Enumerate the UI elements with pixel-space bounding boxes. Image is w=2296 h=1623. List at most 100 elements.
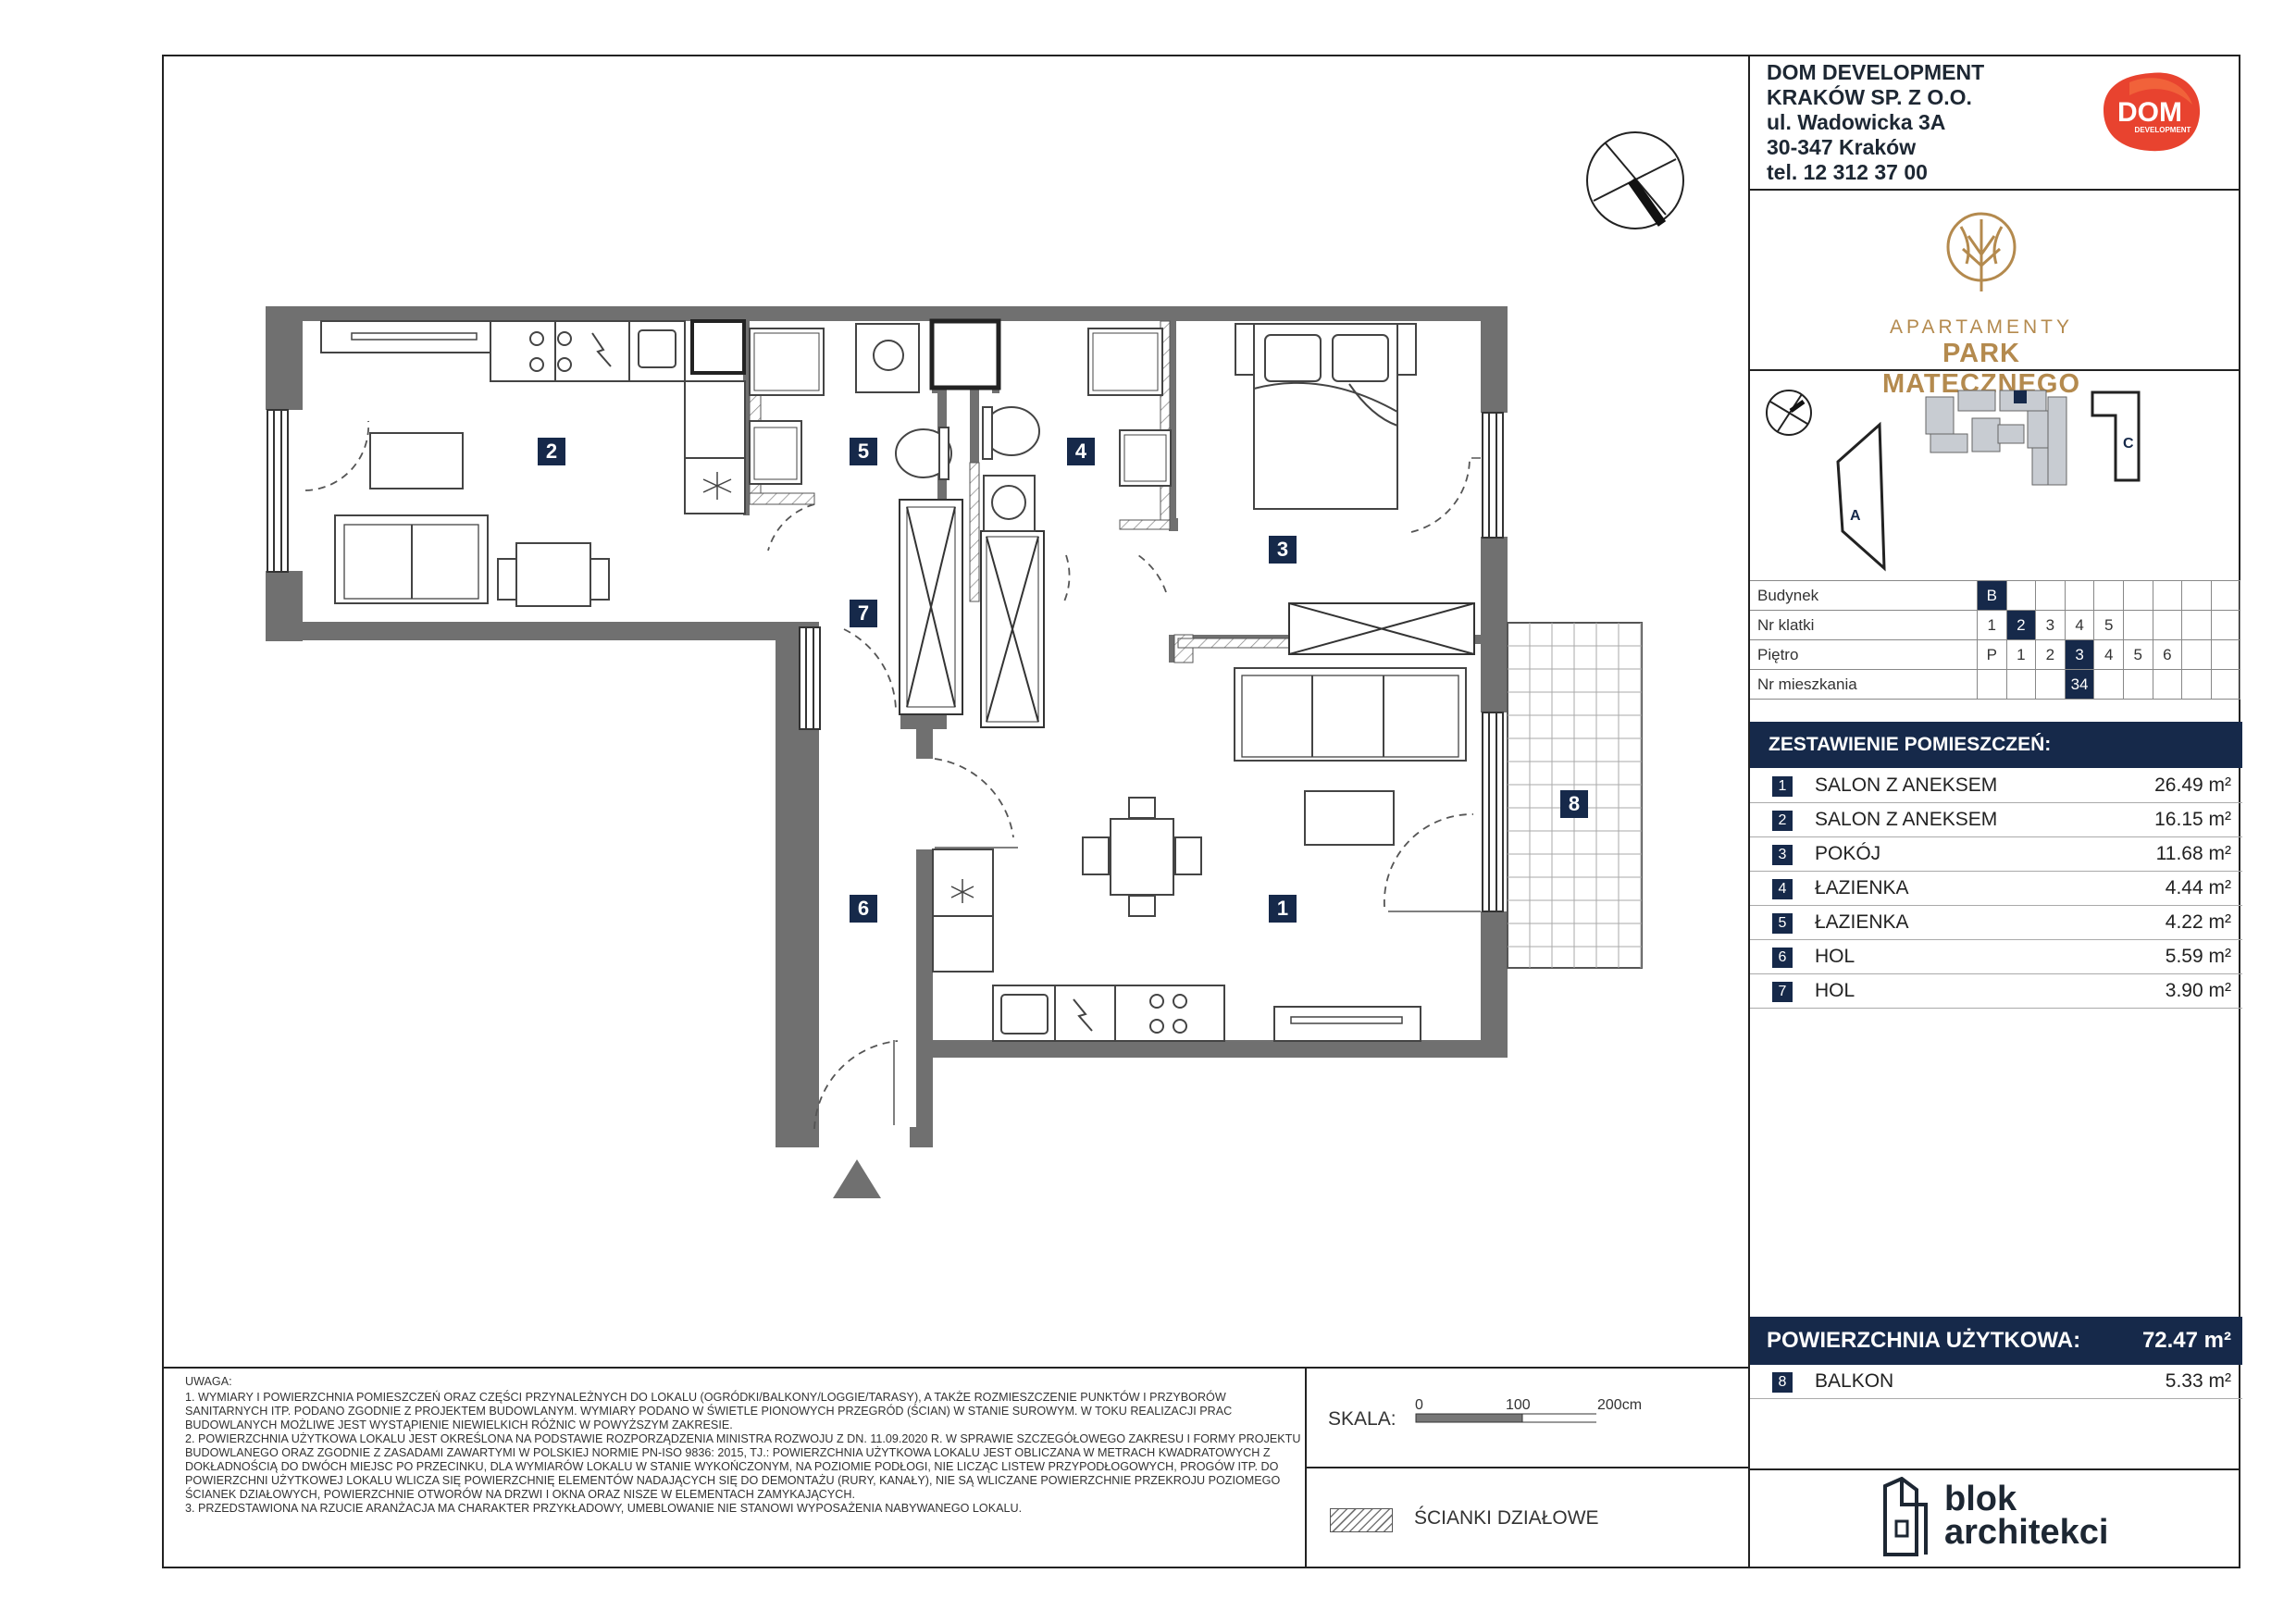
info-cell: 4 xyxy=(2064,610,2095,640)
svg-text:DEVELOPMENT: DEVELOPMENT xyxy=(2135,126,2191,134)
room-label-3: 3 xyxy=(1269,536,1297,564)
kitchen-bottom xyxy=(932,849,1421,1042)
architect-line-2: architekci xyxy=(1944,1513,2109,1552)
room-name: POKÓJ xyxy=(1815,843,1881,864)
room-number: 1 xyxy=(1772,776,1793,797)
info-cell: 3 xyxy=(2064,639,2095,670)
kitchen-top xyxy=(320,320,746,514)
building-a-outline xyxy=(1836,421,1886,572)
scale-label: SKALA: xyxy=(1328,1408,1396,1430)
info-table: Budynek B Nr klatki 1 2 3 4 5 Piętro P 1… xyxy=(1750,580,2241,700)
room-name: SALON Z ANEKSEM xyxy=(1815,809,1998,830)
bed xyxy=(1235,323,1417,510)
blok-architekci-logo: blok architekci xyxy=(1880,1476,2139,1560)
bathroom-fixtures xyxy=(749,323,952,485)
room-area: 3.90 m² xyxy=(2165,980,2231,1001)
usable-area-bar: POWIERZCHNIA UŻYTKOWA: 72.47 m² xyxy=(1750,1317,2242,1365)
room-row: 5 ŁAZIENKA 4.22 m² xyxy=(1750,906,2242,940)
room-row: 4 ŁAZIENKA 4.44 m² xyxy=(1750,872,2242,906)
info-label: Nr klatki xyxy=(1750,610,1978,640)
building-a-label: A xyxy=(1850,508,1861,524)
tree-icon xyxy=(1946,212,2017,291)
note-item: 1. WYMIARY I POWIERZCHNIA POMIESZCZEŃ OR… xyxy=(185,1391,1233,1431)
room-label-5: 5 xyxy=(850,438,877,465)
rooms-heading: ZESTAWIENIE POMIESZCZEŃ: xyxy=(1750,722,2242,768)
wardrobe xyxy=(899,499,1475,728)
company-address: DOM DEVELOPMENT KRAKÓW SP. Z O.O. ul. Wa… xyxy=(1767,60,1984,185)
building-c-outline xyxy=(2091,390,2141,482)
info-row-building: Budynek B xyxy=(1750,580,2241,611)
building-highlight xyxy=(2014,390,2027,403)
usable-area-label: POWIERZCHNIA UŻYTKOWA: xyxy=(1767,1328,2081,1353)
furniture xyxy=(1082,667,1467,917)
info-cell: B xyxy=(1976,580,2007,611)
scale-tick: 100 xyxy=(1506,1397,1531,1413)
room-number: 7 xyxy=(1772,982,1793,1002)
room-name: ŁAZIENKA xyxy=(1815,911,1909,933)
scale-tick: 0 xyxy=(1415,1397,1423,1413)
room-row: 2 SALON Z ANEKSEM 16.15 m² xyxy=(1750,803,2242,837)
info-label: Piętro xyxy=(1750,639,1978,670)
company-phone: tel. 12 312 37 00 xyxy=(1767,160,1928,184)
room-row: 7 HOL 3.90 m² xyxy=(1750,974,2242,1009)
room-name: ŁAZIENKA xyxy=(1815,877,1909,898)
room-number: 3 xyxy=(1772,845,1793,865)
dom-development-logo: DOM DEVELOPMENT xyxy=(2104,72,2201,152)
room-label-6: 6 xyxy=(850,895,877,923)
room-area: 16.15 m² xyxy=(2154,809,2231,830)
furniture xyxy=(334,432,610,607)
info-row-apartment: Nr mieszkania 34 xyxy=(1750,669,2241,700)
key-plan: C A xyxy=(1766,390,2141,572)
north-arrow-icon xyxy=(1586,131,1684,229)
footer-divider xyxy=(1305,1467,1748,1468)
info-cell: 5 xyxy=(2123,639,2153,670)
room-label-7: 7 xyxy=(850,600,877,627)
partition xyxy=(969,462,980,602)
blok-logo-icon xyxy=(1883,1476,1928,1556)
info-cell: 34 xyxy=(2064,669,2095,700)
company-street: ul. Wadowicka 3A xyxy=(1767,110,1946,134)
shaft xyxy=(690,319,746,375)
room-number: 2 xyxy=(1772,811,1793,831)
divider xyxy=(1750,369,2240,371)
room-area: 4.44 m² xyxy=(2165,877,2231,898)
info-cell: 1 xyxy=(2005,639,2037,670)
room-area: 11.68 m² xyxy=(2155,843,2231,864)
architect-line-1: blok xyxy=(1944,1480,2017,1518)
partition xyxy=(1119,519,1171,530)
room-row: 3 POKÓJ 11.68 m² xyxy=(1750,837,2242,872)
room-label-1: 1 xyxy=(1269,895,1297,923)
exterior-walls xyxy=(266,306,1508,1147)
note-item: 2. POWIERZCHNIA UŻYTKOWA LOKALU JEST OKR… xyxy=(185,1432,1301,1501)
room-area: 5.33 m² xyxy=(2165,1370,2231,1392)
room-label-4: 4 xyxy=(1067,438,1095,465)
info-label: Nr mieszkania xyxy=(1750,669,1978,700)
project-name-top: APARTAMENTY xyxy=(1889,316,2074,338)
room-number: 8 xyxy=(1772,1372,1793,1393)
entrance-arrow-icon xyxy=(833,1159,881,1198)
room-number: 5 xyxy=(1772,913,1793,934)
info-row-staircase: Nr klatki 1 2 3 4 5 xyxy=(1750,610,2241,640)
room-name: BALKON xyxy=(1815,1370,1894,1392)
info-label: Budynek xyxy=(1750,580,1978,611)
info-row-floor: Piętro P 1 2 3 4 5 6 xyxy=(1750,639,2241,670)
window xyxy=(267,409,1504,912)
door-swings xyxy=(304,420,1474,1130)
room-label-2: 2 xyxy=(538,438,565,465)
info-cell: 3 xyxy=(2035,610,2066,640)
legend-label: ŚCIANKI DZIAŁOWE xyxy=(1414,1507,1599,1529)
note-item: 3. PRZEDSTAWIONA NA RZUCIE ARANŻACJA MA … xyxy=(185,1502,1023,1515)
info-cell: 1 xyxy=(1976,610,2007,640)
room-row: 6 HOL 5.59 m² xyxy=(1750,940,2242,974)
site-plan xyxy=(1925,390,2067,486)
compass-small-icon xyxy=(1766,390,1812,436)
door-leaves xyxy=(893,457,1481,1125)
floor-plan xyxy=(266,131,1684,1198)
scale-bar xyxy=(1415,1413,1596,1423)
divider xyxy=(1750,189,2240,191)
balcony-row: 8 BALKON 5.33 m² xyxy=(1750,1365,2242,1399)
divider xyxy=(1750,1468,2240,1470)
svg-text:DOM: DOM xyxy=(2117,97,2182,128)
room-area: 4.22 m² xyxy=(2165,911,2231,933)
room-area: 26.49 m² xyxy=(2154,774,2231,796)
